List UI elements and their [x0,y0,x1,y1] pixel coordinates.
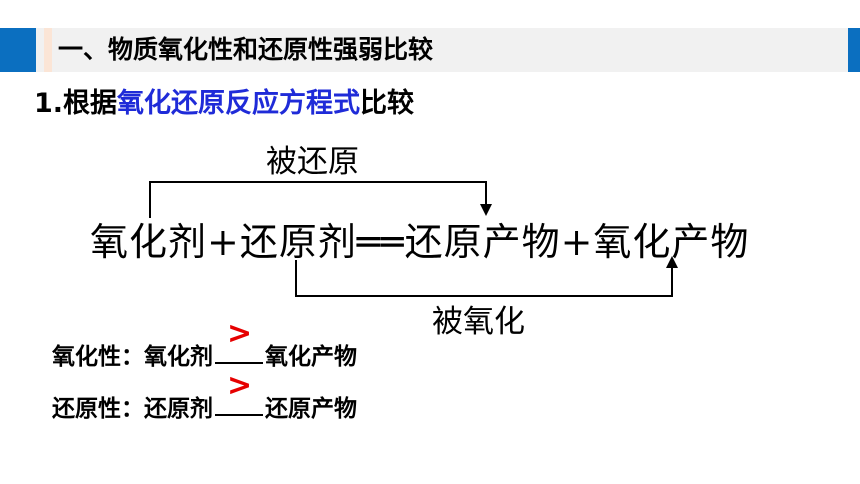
header-accent-stripe [44,28,52,72]
greater-than-symbol: > [227,368,253,403]
reduction-bracket [149,181,487,218]
section-heading: 1.根据氧化还原反应方程式比较 [34,84,414,124]
section-number: 1. [34,88,64,119]
comparison-left: 氧化剂 [144,344,213,370]
section-prefix: 根据 [63,88,118,119]
section-suffix: 比较 [360,88,415,119]
comparison-label: 还原性： [52,396,144,422]
reducing-comparison: 还原性：还原剂 > 还原产物 [52,368,357,426]
comparison-right: 氧化产物 [265,344,357,370]
oxidation-bracket [295,260,673,297]
answer-blank[interactable]: > [215,368,263,416]
header-accent-right [848,28,860,72]
reduced-label: 被还原 [266,144,359,180]
slide-title: 一、物质氧化性和还原性强弱比较 [58,35,434,64]
section-highlight: 氧化还原反应方程式 [117,88,361,119]
reduction-arrowhead [480,204,492,216]
header-accent-left [0,28,36,72]
answer-blank[interactable]: > [215,316,263,364]
reaction-equation: 氧化剂+还原剂══还原产物+氧化产物 [90,220,750,264]
comparison-label: 氧化性： [52,344,144,370]
comparison-left: 还原剂 [144,396,213,422]
oxidized-label: 被氧化 [432,304,525,340]
oxidizing-comparison: 氧化性：氧化剂 > 氧化产物 [52,316,357,374]
greater-than-symbol: > [227,316,253,351]
header-bar [0,28,860,72]
comparison-right: 还原产物 [265,396,357,422]
oxidation-arrowhead [666,256,678,268]
